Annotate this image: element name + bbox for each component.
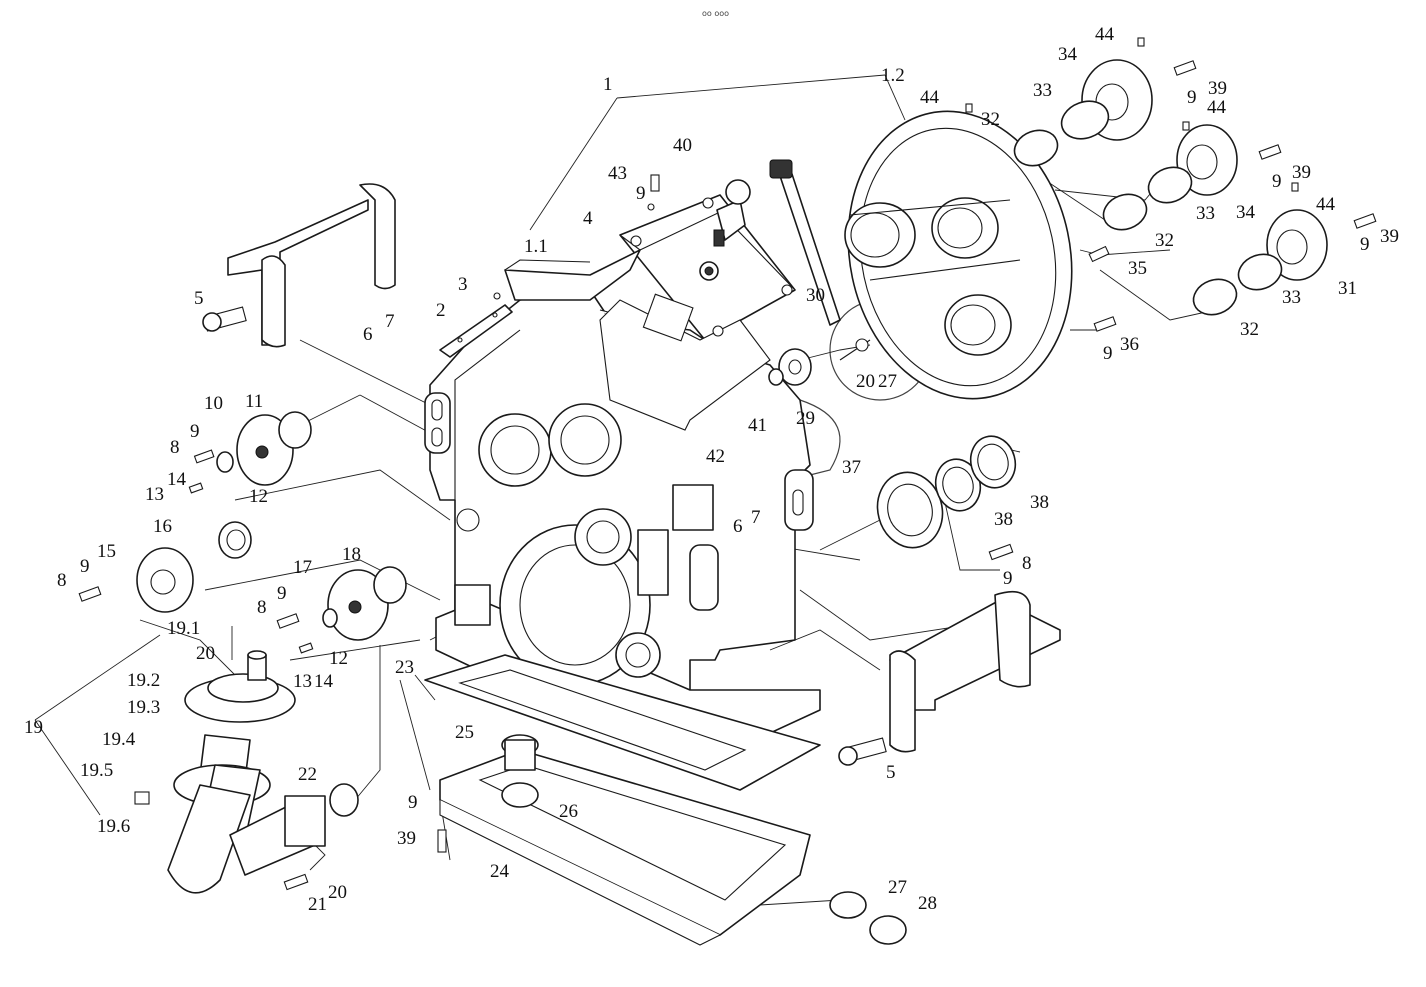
bracket-upper-left: [202, 183, 396, 348]
right-bearing-caps: [965, 37, 1377, 332]
header-mark: oo ooo: [702, 9, 729, 18]
callout-7: 7: [751, 507, 761, 528]
callout-8: 8: [170, 437, 180, 458]
callout-32: 32: [1240, 319, 1259, 340]
callout-19: 19: [24, 717, 43, 738]
callout-19-5: 19.5: [80, 760, 113, 781]
callout-9: 9: [1187, 87, 1197, 108]
callout-25: 25: [455, 722, 474, 743]
callout-44: 44: [1095, 24, 1115, 45]
callout-24: 24: [490, 861, 510, 882]
callout-19-3: 19.3: [127, 697, 160, 718]
callout-26: 26: [559, 801, 578, 822]
callout-6: 6: [363, 324, 373, 345]
dipstick: [768, 159, 871, 386]
callout-40: 40: [673, 135, 692, 156]
callout-42: 42: [706, 446, 725, 467]
callout-39: 39: [1208, 78, 1227, 99]
callout-27: 27: [888, 877, 907, 898]
callout-32: 32: [1155, 230, 1174, 251]
callout-1-2: 1.2: [881, 65, 905, 86]
callout-20: 20: [328, 882, 347, 903]
callout-19-2: 19.2: [127, 670, 160, 691]
big-flange: [844, 110, 1073, 400]
callout-2: 2: [436, 300, 446, 321]
callout-34: 34: [1058, 44, 1078, 65]
callout-labels: 1 1.2 1.1 2 3 4 5 5 6 6 7 7 8 8 8 8 9 9 …: [24, 24, 1399, 915]
callout-12: 12: [329, 648, 348, 669]
callout-7: 7: [385, 311, 395, 332]
callout-1-1: 1.1: [524, 236, 548, 257]
callout-9: 9: [190, 421, 200, 442]
callout-3: 3: [458, 274, 468, 295]
callout-14: 14: [314, 671, 334, 692]
callout-9: 9: [1103, 343, 1113, 364]
callout-9: 9: [408, 792, 418, 813]
callout-44: 44: [1207, 97, 1227, 118]
inspection-cover: [599, 174, 796, 431]
callout-9: 9: [636, 183, 646, 204]
callout-8: 8: [257, 597, 267, 618]
callout-18: 18: [342, 544, 361, 565]
callout-28: 28: [918, 893, 937, 914]
callout-29: 29: [796, 408, 815, 429]
callout-44: 44: [1316, 194, 1336, 215]
callout-1: 1: [603, 74, 613, 95]
callout-21: 21: [308, 894, 327, 915]
callout-4: 4: [583, 208, 593, 229]
callout-19-1: 19.1: [167, 618, 200, 639]
callout-5: 5: [194, 288, 204, 309]
filter-assembly: [134, 650, 359, 894]
callout-39: 39: [1292, 162, 1311, 183]
callout-12: 12: [249, 486, 268, 507]
callout-33: 33: [1033, 80, 1052, 101]
callout-33: 33: [1282, 287, 1301, 308]
callout-9: 9: [277, 583, 287, 604]
callout-11: 11: [245, 391, 263, 412]
callout-38: 38: [1030, 492, 1049, 513]
callout-35: 35: [1128, 258, 1147, 279]
callout-22: 22: [298, 764, 317, 785]
sump-pan: [283, 654, 907, 946]
callout-14: 14: [167, 469, 187, 490]
top-plates: [439, 249, 641, 358]
callout-19-6: 19.6: [97, 816, 130, 837]
callout-32: 32: [981, 109, 1000, 130]
callout-19-4: 19.4: [102, 729, 136, 750]
callout-20: 20: [856, 371, 875, 392]
callout-38: 38: [994, 509, 1013, 530]
callout-8: 8: [1022, 553, 1032, 574]
bracket-lower-right: [838, 590, 1061, 766]
callout-13: 13: [145, 484, 164, 505]
callout-41: 41: [748, 415, 767, 436]
callout-9: 9: [1272, 171, 1282, 192]
callout-10: 10: [204, 393, 223, 414]
callout-27: 27: [878, 371, 897, 392]
right-seals: [876, 435, 1017, 561]
callout-36: 36: [1120, 334, 1139, 355]
callout-30: 30: [806, 285, 825, 306]
callout-9: 9: [1360, 234, 1370, 255]
callout-23: 23: [395, 657, 414, 678]
left-side-covers: [78, 411, 407, 654]
callout-31: 31: [1338, 278, 1357, 299]
callout-33: 33: [1196, 203, 1215, 224]
callout-8: 8: [57, 570, 67, 591]
callout-34: 34: [1236, 202, 1256, 223]
callout-15: 15: [97, 541, 116, 562]
callout-6: 6: [733, 516, 743, 537]
callout-37: 37: [842, 457, 861, 478]
callout-44: 44: [920, 87, 940, 108]
callout-39: 39: [1380, 226, 1399, 247]
callout-17: 17: [293, 557, 312, 578]
callout-20: 20: [196, 643, 215, 664]
callout-9: 9: [1003, 568, 1013, 589]
callout-39: 39: [397, 828, 416, 849]
callout-43: 43: [608, 163, 627, 184]
callout-13: 13: [293, 671, 312, 692]
callout-5: 5: [886, 762, 896, 783]
callout-9: 9: [80, 556, 90, 577]
callout-16: 16: [153, 516, 172, 537]
